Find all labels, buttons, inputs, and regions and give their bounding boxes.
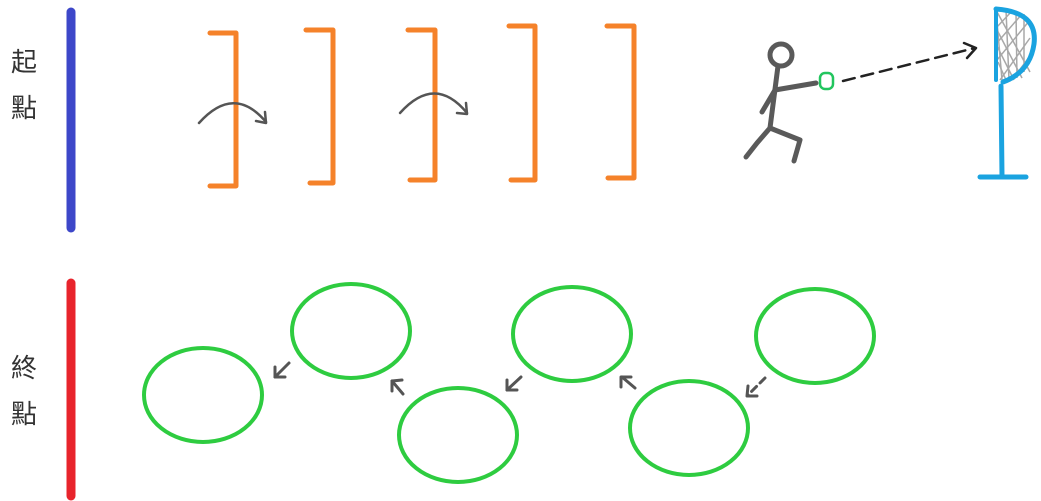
basketball-hoop-icon bbox=[977, 6, 1037, 180]
ball-icon bbox=[818, 71, 835, 91]
direction-arrow-icon bbox=[619, 375, 637, 390]
hoop-ring-icon bbox=[397, 386, 519, 484]
hoop-ring-icon bbox=[290, 282, 412, 380]
hurdle-icon bbox=[604, 23, 637, 181]
direction-arrow-icon bbox=[273, 361, 291, 379]
hoop-ring-icon bbox=[754, 287, 876, 385]
hoop-ring-icon bbox=[511, 285, 633, 383]
hurdle-icon bbox=[506, 23, 538, 183]
hurdle-icon bbox=[405, 27, 438, 183]
hoop-ring-icon bbox=[142, 346, 264, 444]
hurdle-icon bbox=[303, 27, 336, 186]
direction-arrow-icon bbox=[745, 376, 767, 398]
start-label-char-2: 點 bbox=[10, 94, 37, 124]
hoop-ring-icon bbox=[628, 379, 750, 477]
end-label-char-2: 點 bbox=[10, 400, 37, 430]
jump-arrow-icon bbox=[398, 92, 469, 116]
jump-arrow-icon bbox=[197, 102, 268, 125]
end-label: 終 點 bbox=[4, 346, 44, 438]
start-label: 起 點 bbox=[4, 40, 44, 132]
start-label-char-1: 起 bbox=[10, 48, 37, 78]
stick-figure-icon bbox=[743, 41, 819, 164]
direction-arrow-icon bbox=[390, 378, 405, 396]
end-label-char-1: 終 bbox=[10, 354, 37, 384]
direction-arrow-icon bbox=[505, 375, 523, 392]
hurdle-icon bbox=[207, 30, 239, 189]
throw-arrow-icon bbox=[841, 41, 978, 83]
